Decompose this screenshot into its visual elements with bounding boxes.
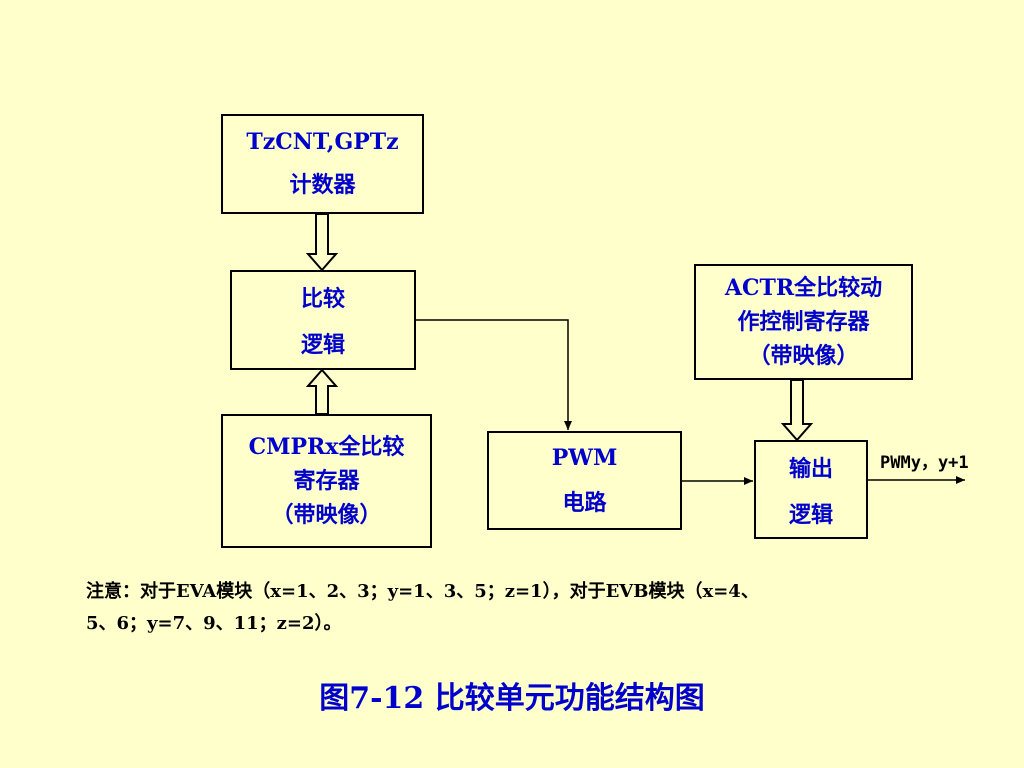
counter-box: TzCNT,GPTz 计数器 <box>221 114 424 214</box>
output-signal-label: PWMy，y+1 <box>880 453 969 473</box>
note-line2: 5、6；y=7、9、11；z=2）。 <box>86 613 342 634</box>
compare-logic-label-line2: 逻辑 <box>300 332 345 358</box>
cmpr-label-line2: 寄存器 <box>293 468 360 494</box>
actr-label-line1: ACTR全比较动 <box>724 275 883 301</box>
hollow-arrow-cmpr-to-compare <box>305 368 339 415</box>
counter-label-line2: 计数器 <box>289 172 356 198</box>
actr-label-line3: （带映像） <box>748 343 859 369</box>
compare-logic-box: 比较 逻辑 <box>230 270 416 370</box>
actr-register-box: ACTR全比较动 作控制寄存器 （带映像） <box>694 264 913 380</box>
cmpr-register-box: CMPRx全比较 寄存器 （带映像） <box>221 414 432 548</box>
output-logic-label-line1: 输出 <box>788 455 833 482</box>
output-logic-box: 输出 逻辑 <box>754 440 868 539</box>
pwm-label-line2: 电路 <box>562 489 607 516</box>
pwm-label-line1: PWM <box>551 444 618 471</box>
output-logic-label-line2: 逻辑 <box>788 501 833 528</box>
actr-label-line2: 作控制寄存器 <box>737 309 870 335</box>
pwm-circuit-box: PWM 电路 <box>487 431 682 530</box>
line-compare-to-pwm <box>416 319 572 430</box>
figure-caption: 图7-12 比较单元功能结构图 <box>319 681 705 716</box>
hollow-arrow-counter-to-compare <box>305 213 339 272</box>
note-line1: 注意：对于EVA模块（x=1、2、3；y=1、3、5；z=1），对于EVB模块（… <box>86 581 759 602</box>
hollow-arrow-actr-to-output <box>780 379 814 442</box>
cmpr-label-line3: （带映像） <box>271 502 382 528</box>
note-text: 注意：对于EVA模块（x=1、2、3；y=1、3、5；z=1），对于EVB模块（… <box>86 576 986 640</box>
compare-logic-label-line1: 比较 <box>300 286 345 312</box>
counter-label-line1: TzCNT,GPTz <box>246 129 399 155</box>
cmpr-label-line1: CMPRx全比较 <box>248 434 405 460</box>
